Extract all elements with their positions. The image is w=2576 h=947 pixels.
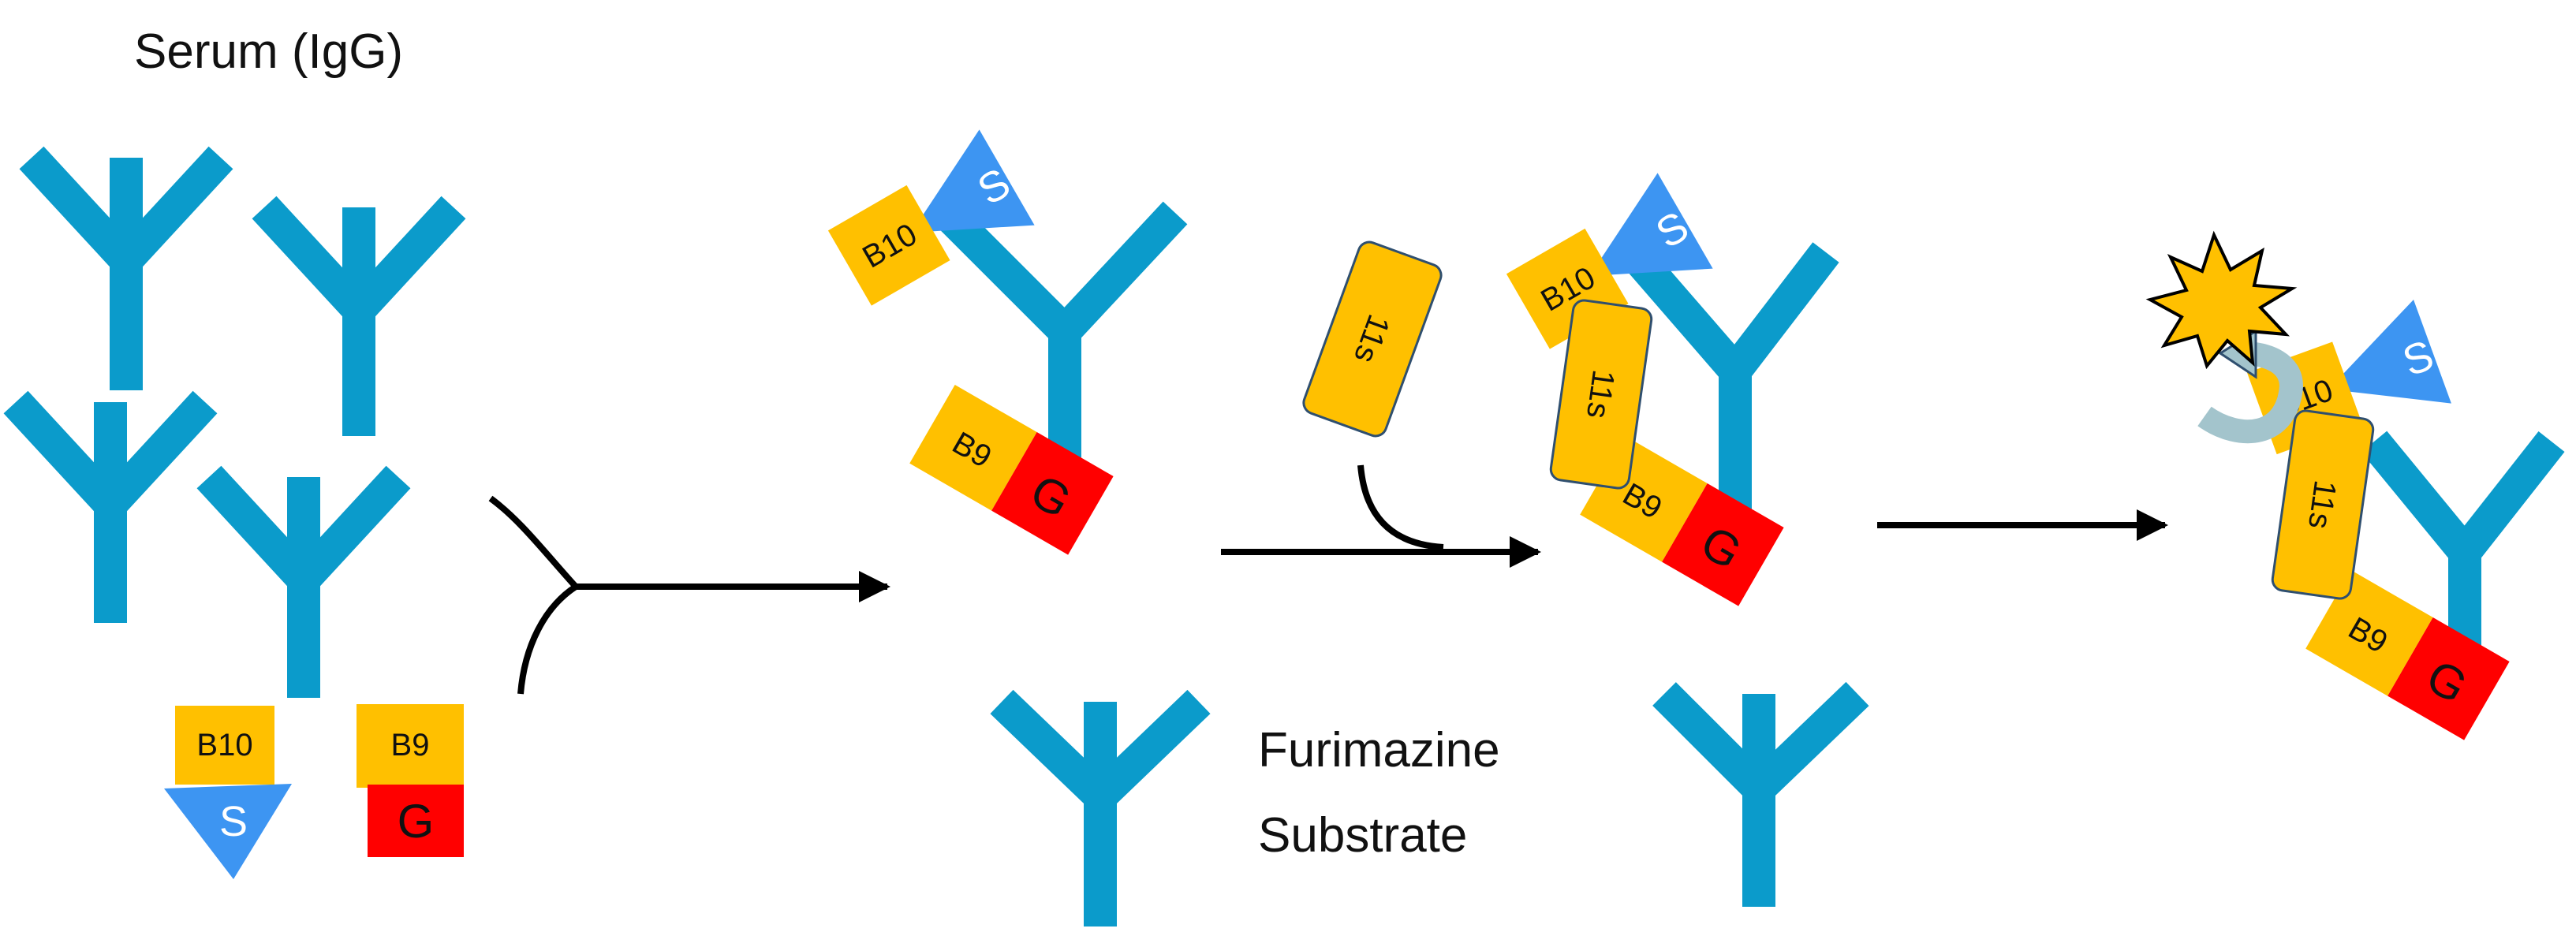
protein-s-triangle: [164, 784, 292, 879]
burst-icon: [2145, 230, 2298, 370]
antibody-icon: [19, 146, 233, 390]
antibody-icon: [990, 689, 1211, 926]
free-11s-fragment: 11s: [1302, 240, 1443, 438]
s11-label: 11s: [2302, 478, 2343, 531]
b9-label: B9: [391, 728, 430, 762]
b10-label: B10: [196, 728, 252, 762]
substrate-block: Furimazine Substrate: [990, 681, 1869, 926]
b9-tag: [357, 704, 464, 788]
protein-s-label: S: [219, 798, 248, 845]
antibody-icon: [1652, 681, 1869, 907]
merge-arrow: [488, 495, 890, 695]
antibody-icon: [196, 465, 411, 698]
curved-arrow-icon: [2197, 341, 2304, 444]
s11-bound: 11s: [2271, 409, 2375, 600]
substrate-line-2: Substrate: [1258, 808, 1467, 863]
serum-title: Serum (IgG): [134, 24, 403, 79]
substrate-line-1: Furimazine: [1258, 723, 1500, 777]
b10-tag: [175, 706, 274, 785]
s11-label: 11s: [1580, 367, 1621, 420]
b9-g-probe: B9 G: [357, 704, 464, 857]
b10-s-probe: S B10: [164, 706, 292, 879]
complex-stage-3: S B10 B9 G 11s: [1506, 173, 1839, 606]
antibody-icon: [252, 196, 466, 436]
free-antibodies: [3, 146, 466, 698]
protein-g-label: G: [398, 795, 435, 848]
arrow-2-group: [1221, 464, 1541, 568]
antibody-icon: [3, 390, 218, 623]
complex-stage-2: S B10 B9 G: [827, 129, 1188, 555]
protein-g-square: [368, 785, 464, 857]
b9-g-bound: B9 G: [909, 385, 1114, 555]
b9-g-bound: B9 G: [2305, 570, 2510, 740]
b10-s-bound: S B10: [827, 129, 1035, 306]
s11-bound: 11s: [1549, 299, 1653, 490]
complex-stage-4: S B10 B9 G 11s: [2145, 230, 2565, 740]
